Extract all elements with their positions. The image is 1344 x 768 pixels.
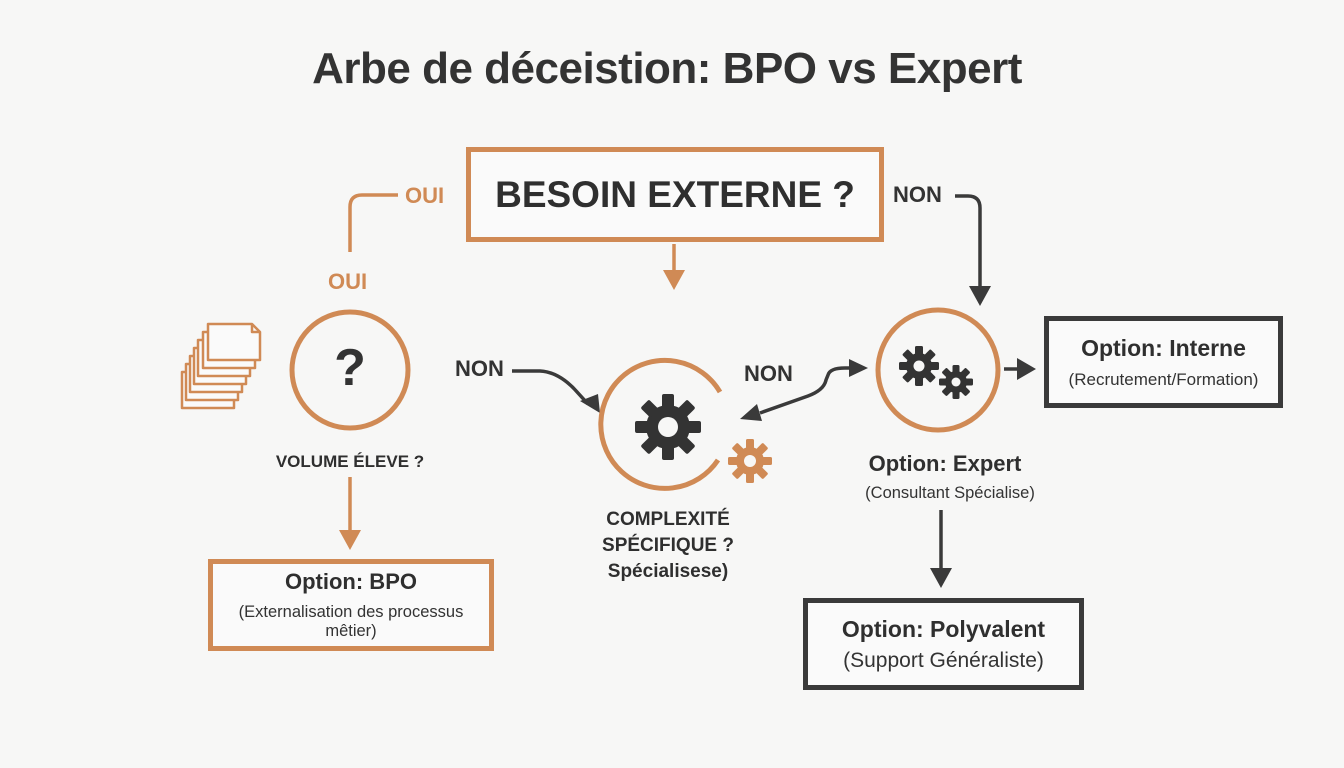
small-gear-icon (728, 439, 772, 483)
root-no-label: NON (893, 182, 942, 207)
complexity-no-label: NON (744, 361, 793, 386)
complexity-label: COMPLEXITÉ SPÉCIFIQUE ? Spécialisese) (578, 507, 758, 585)
complexity-label-line3: Spécialisese) (607, 561, 729, 582)
root-no-connector (955, 194, 991, 306)
option-polyvalent-title: Option: Polyvalent (841, 615, 1046, 642)
complexity-expert-connector (740, 359, 868, 421)
option-bpo-box: Option: BPO (Externalisation des process… (208, 559, 494, 651)
volume-circle (289, 309, 411, 431)
gears-icon (899, 346, 973, 399)
root-question-label: BESOIN EXTERNE ? (495, 173, 855, 215)
volume-to-bpo-connector (339, 477, 361, 550)
root-down-connector (663, 244, 685, 290)
complexity-label-line2: SPÉCIFIQUE ? (602, 535, 734, 556)
option-interne-subtitle: (Recrutement/Formation) (1068, 369, 1259, 389)
root-yes-label-top: OUI (405, 183, 445, 208)
volume-label: VOLUME ÉLEVE ? (275, 452, 425, 471)
expert-to-interne-connector (1004, 358, 1036, 380)
option-interne-box: Option: Interne (Recrutement/Formation) (1044, 316, 1283, 408)
option-bpo-title: Option: BPO (285, 569, 417, 594)
question-mark-icon: ? (334, 339, 366, 397)
diagram-title: Arbe de déceistion: BPO vs Expert (312, 44, 1022, 93)
volume-no-connector (512, 369, 600, 413)
expert-title: Option: Expert (868, 451, 1022, 476)
option-interne-title: Option: Interne (1081, 334, 1246, 361)
option-polyvalent-subtitle: (Support Généraliste) (843, 648, 1044, 672)
complexity-circle (598, 357, 723, 491)
stacked-documents-icon (180, 322, 262, 410)
root-question-box: BESOIN EXTERNE ? (466, 147, 884, 242)
root-yes-label-side: OUI (328, 269, 368, 294)
volume-no-label: NON (455, 356, 504, 381)
expert-to-polyvalent-connector (930, 510, 952, 588)
option-bpo-subtitle: (Externalisation des processus mêtier) (238, 603, 464, 640)
expert-circle (875, 307, 1001, 433)
gear-icon (635, 394, 701, 460)
expert-subtitle: (Consultant Spécialise) (865, 484, 1035, 502)
complexity-label-line1: COMPLEXITÉ (606, 509, 730, 530)
option-polyvalent-box: Option: Polyvalent (Support Généraliste) (803, 598, 1084, 690)
oui-connector (348, 193, 398, 252)
